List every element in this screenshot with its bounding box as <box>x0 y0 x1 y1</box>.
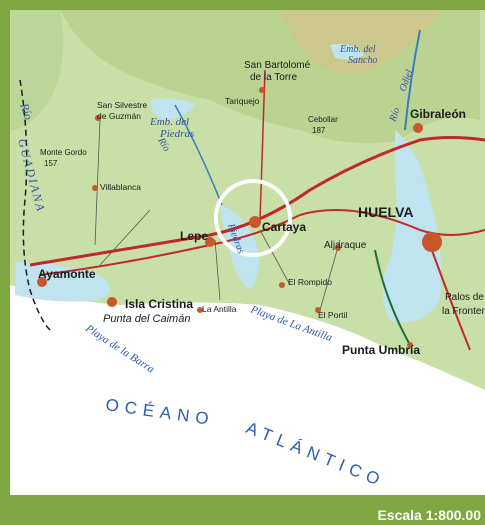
marsh-ayamonte <box>15 262 110 302</box>
label-palos-2: la Fronter <box>442 306 485 317</box>
road-coast <box>39 209 485 276</box>
sea-area <box>10 285 485 495</box>
road-huelva-east <box>429 244 471 351</box>
label-monte-gordo-elev: 157 <box>44 159 58 168</box>
label-cebollar: Cebollar <box>308 115 338 124</box>
label-el-rompido: El Rompido <box>288 277 332 287</box>
town-markers <box>37 87 442 348</box>
label-san-silvestre-2: de Guzmán <box>97 111 141 121</box>
river-odiel <box>404 29 421 131</box>
label-san-silvestre-1: San Silvestre <box>97 100 147 110</box>
label-emb-piedras-2: Piedras <box>159 128 194 140</box>
label-ayamonte: Ayamonte <box>38 267 96 281</box>
label-punta-caiman: Punta del Caimán <box>103 313 190 325</box>
label-aljaraque: Aljaraque <box>324 240 367 251</box>
reservoir-sancho <box>330 43 365 60</box>
label-punta-umbria: Punta Umbría <box>342 343 420 357</box>
label-emb-sancho-2: Sancho <box>348 55 377 66</box>
label-cebollar-elev: 187 <box>312 126 326 135</box>
label-san-bartolome-2: de la Torre <box>250 72 298 83</box>
road-north <box>259 69 266 221</box>
label-tariquejo: Tariquejo <box>225 96 260 106</box>
label-villablanca: Villablanca <box>100 182 141 192</box>
scale-label: Escala 1:800.00 <box>377 507 481 523</box>
label-rio-odiel-1: Río <box>387 106 402 124</box>
label-el-portil: El Portil <box>318 310 347 320</box>
marsh-piedras <box>220 205 259 290</box>
label-lepe: Lepe <box>180 229 208 243</box>
label-palos-1: Palos de <box>445 292 484 303</box>
label-san-bartolome-1: San Bartolomé <box>244 60 311 71</box>
relief-hills <box>280 10 440 74</box>
label-isla-cristina: Isla Cristina <box>125 297 193 311</box>
label-monte-gordo: Monte Gordo <box>40 148 87 157</box>
river-piedras <box>174 104 223 206</box>
label-rio-guadiana-1: Río <box>17 100 36 121</box>
cartaya-highlight-circle[interactable] <box>214 179 292 257</box>
river-guadiana <box>19 79 51 331</box>
road-aljaraque <box>374 249 411 346</box>
label-la-antilla: La Antilla <box>202 304 237 314</box>
label-huelva: HUELVA <box>358 204 413 220</box>
label-cartaya: Cartaya <box>262 220 306 234</box>
label-emb-piedras-1: Emb. del <box>149 116 189 128</box>
main-road-a49 <box>29 136 485 267</box>
label-gibraleon: Gibraleón <box>410 107 466 121</box>
reservoir-piedras <box>150 98 195 120</box>
minor-roads <box>94 119 341 311</box>
label-emb-sancho-1: Emb. del <box>339 44 376 55</box>
